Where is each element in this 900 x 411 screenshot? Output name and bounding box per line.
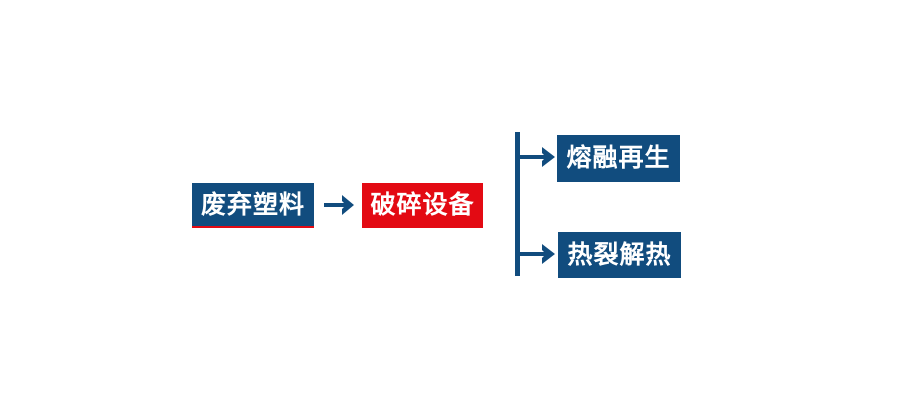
node-melt-regeneration-label: 熔融再生 bbox=[566, 144, 671, 172]
node-waste-plastic[interactable]: 废弃塑料 bbox=[192, 183, 314, 228]
node-pyrolysis-label: 热裂解热 bbox=[567, 240, 672, 269]
node-waste-plastic-label: 废弃塑料 bbox=[200, 191, 305, 219]
branch-split-icon bbox=[515, 132, 555, 276]
node-crushing-equipment[interactable]: 破碎设备 bbox=[362, 183, 483, 228]
node-pyrolysis[interactable]: 热裂解热 bbox=[558, 232, 681, 278]
node-crushing-equipment-label: 破碎设备 bbox=[370, 191, 475, 219]
arrow-right-icon bbox=[324, 195, 354, 215]
node-melt-regeneration[interactable]: 熔融再生 bbox=[557, 135, 680, 182]
